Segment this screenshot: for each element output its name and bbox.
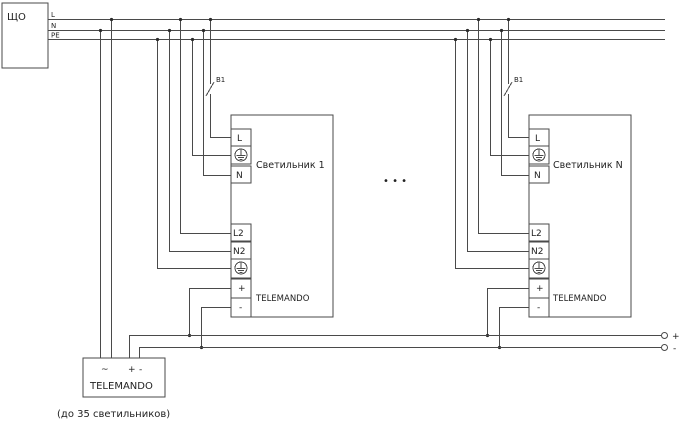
main-bus: L N PE <box>48 11 665 40</box>
dc-bus-plus-label: + <box>672 332 680 342</box>
bus-label-l: L <box>51 11 55 19</box>
luminaire-1-module: TELEMANDO <box>255 294 310 304</box>
luminaire-1-term-plus: + <box>238 284 246 294</box>
panel-box <box>1 2 49 69</box>
luminaire-1-term-l2: L2 <box>233 229 244 239</box>
luminaire-n-name: Светильник N <box>553 160 623 171</box>
switch-1-blade <box>205 81 215 97</box>
ground-icon <box>234 148 248 162</box>
caption: (до 35 светильников) <box>57 409 170 420</box>
luminaire-n-term-l: L <box>535 134 540 144</box>
open-terminal-icon <box>661 332 668 339</box>
luminaire-n-term-l2: L2 <box>531 229 542 239</box>
controller-box <box>82 357 166 398</box>
ground-icon <box>234 261 248 275</box>
bus-label-pe: PE <box>51 32 60 40</box>
luminaire-n-term-n: N <box>534 171 541 181</box>
panel-label: ЩО <box>7 12 26 23</box>
controller-feed <box>98 17 114 358</box>
luminaire-n-module: TELEMANDO <box>552 294 607 304</box>
luminaire-1-term-l: L <box>237 134 242 144</box>
luminaire-1-name: Светильник 1 <box>256 160 325 171</box>
controller-ac-label: ~ <box>101 365 109 375</box>
luminaire-n-term-minus: - <box>537 303 540 313</box>
ground-icon <box>532 261 546 275</box>
ground-icon <box>532 148 546 162</box>
controller-minus-label: - <box>139 365 142 375</box>
luminaire-n-group: B1 Светильник N TELEMANDO L <box>453 17 632 350</box>
luminaire-1-term-minus: - <box>239 303 242 313</box>
luminaire-1-term-n: N <box>236 171 243 181</box>
controller-name: TELEMANDO <box>89 381 153 392</box>
luminaire-n-term-plus: + <box>536 284 544 294</box>
open-terminal-icon <box>661 344 668 351</box>
luminaire-n-term-n2: N2 <box>531 247 543 257</box>
dc-bus: + - <box>129 332 680 358</box>
luminaire-1-term-n2: N2 <box>233 247 245 257</box>
luminaire-1-group: B1 Светильник 1 TELEMANDO L <box>155 17 334 350</box>
switch-n-label: B1 <box>514 76 523 84</box>
controller-plus-label: + <box>128 365 136 375</box>
switch-1-label: B1 <box>216 76 225 84</box>
ellipsis: • • • <box>383 176 407 187</box>
bus-label-n: N <box>51 22 56 30</box>
dc-bus-minus-label: - <box>673 344 676 354</box>
switch-n-blade <box>503 81 513 97</box>
